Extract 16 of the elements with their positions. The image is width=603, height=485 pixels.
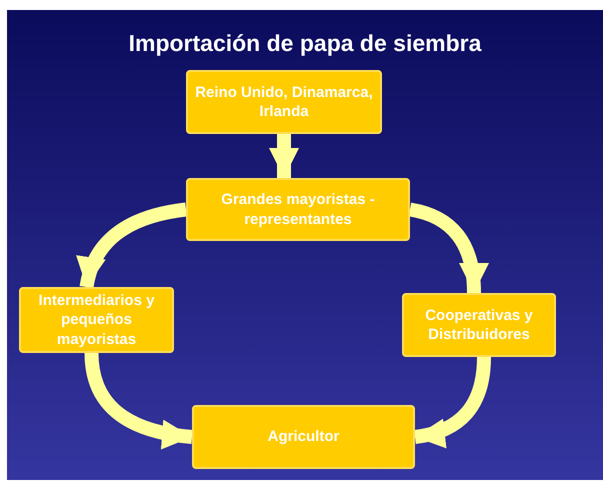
box-label: Agricultor (268, 427, 340, 447)
curved-arrow (408, 202, 488, 294)
curved-arrow (84, 352, 193, 449)
box-label: Cooperativas y Distribuidores (424, 306, 534, 344)
curved-arrow (414, 356, 491, 448)
box-label: Reino Unido, Dinamarca, Irlanda (194, 82, 374, 122)
process-box (402, 293, 556, 357)
curved-arrow (269, 134, 299, 178)
box-label: Grandes mayoristas - representantes (220, 190, 376, 229)
box-label: Intermediarios y pequeños mayoristas (38, 290, 156, 350)
diagram-title: Importación de papa de siembra (128, 30, 482, 57)
curved-arrow (78, 202, 187, 288)
process-box (192, 405, 415, 469)
process-box (19, 287, 174, 353)
process-box (186, 178, 410, 241)
process-box (186, 70, 382, 134)
